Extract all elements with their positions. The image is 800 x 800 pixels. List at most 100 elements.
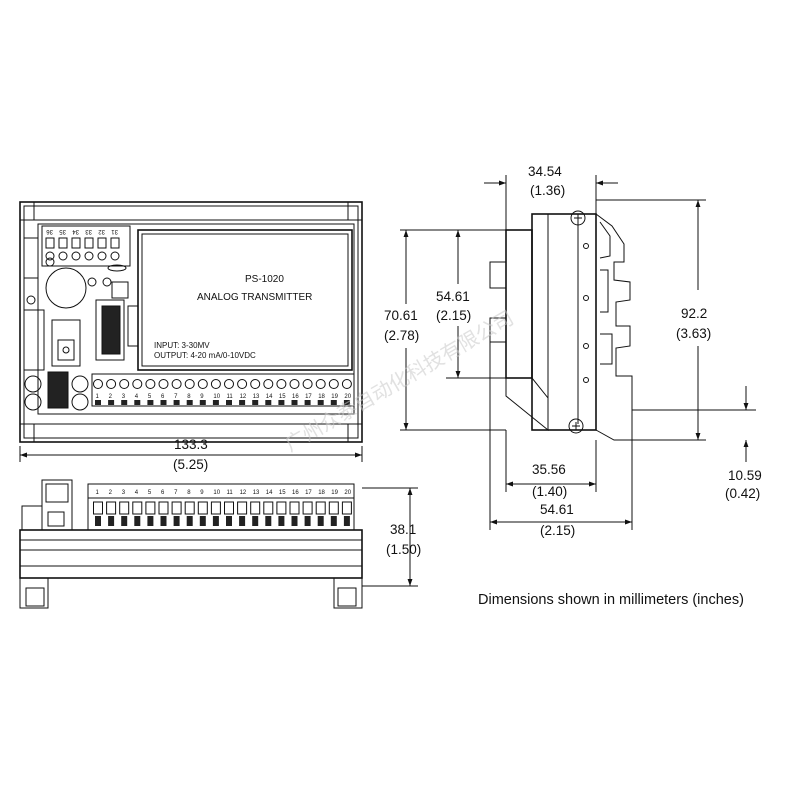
bottom-terminal-screw[interactable]	[119, 379, 130, 389]
bottom-terminal-screw[interactable]	[289, 379, 300, 389]
top-view-terminal-clamp	[173, 516, 180, 526]
top-view-terminal-clamp	[147, 516, 154, 526]
bottom-terminal-screw[interactable]	[210, 379, 221, 389]
top-view-terminal-slot	[119, 501, 130, 515]
top-view-terminal-slot	[250, 501, 261, 515]
top-view-terminal-clamp	[252, 516, 259, 526]
depth-dimension: 38.1 (1.50)	[362, 487, 421, 587]
bottom-terminal-screw[interactable]	[132, 379, 143, 389]
top-terminal-screw[interactable]	[58, 251, 68, 261]
top-view-terminal-slot	[237, 501, 248, 515]
bottom-terminal-block	[330, 400, 337, 405]
width-dimension: 133.3 (5.25)	[19, 437, 363, 472]
bottom-terminal-label: 9	[200, 394, 204, 400]
flange-in-label: (1.36)	[530, 183, 565, 198]
bottom-terminal-screw[interactable]	[184, 379, 195, 389]
top-terminal-screw[interactable]	[97, 251, 107, 261]
side-width-dimension: 54.61 (2.15)	[489, 342, 633, 538]
top-view-terminal-label: 7	[174, 490, 178, 496]
top-terminal-label: 31	[111, 228, 118, 234]
bottom-terminal-screw[interactable]	[341, 379, 352, 389]
top-view-terminal-slot	[341, 501, 352, 515]
inner-height-dimension: 54.61 (2.15)	[436, 229, 506, 379]
bottom-terminal-label: 4	[135, 394, 139, 400]
top-view-terminal-clamp	[212, 516, 219, 526]
top-view-terminal-label: 20	[344, 490, 351, 496]
top-terminal-slot	[110, 237, 120, 249]
top-view-terminal-slot	[184, 501, 195, 515]
bottom-terminal-screw[interactable]	[250, 379, 261, 389]
top-view-terminal-label: 6	[161, 490, 165, 496]
product-name-label: ANALOG TRANSMITTER	[197, 292, 312, 303]
bottom-terminal-screw[interactable]	[145, 379, 156, 389]
flange-dimension: 34.54 (1.36)	[484, 164, 618, 230]
depth-mm-label: 38.1	[390, 522, 416, 537]
bottom-terminal-label: 16	[292, 394, 299, 400]
bottom-terminal-block	[199, 400, 206, 405]
top-view-terminal-clamp	[291, 516, 298, 526]
bottom-terminal-screw[interactable]	[224, 379, 234, 389]
top-view-terminal-clamp	[304, 516, 311, 526]
flange-mm-label: 34.54	[528, 164, 562, 179]
bottom-terminal-label: 15	[279, 394, 286, 400]
top-view-terminal-clamp	[226, 516, 232, 526]
top-view-terminal-slot	[171, 501, 182, 515]
top-terminal-screw[interactable]	[84, 251, 94, 261]
rail-offset-dimension: 10.59 (0.42)	[632, 386, 762, 501]
top-terminal-screw[interactable]	[71, 251, 81, 261]
top-view-terminal-slot	[145, 501, 156, 515]
top-terminal-label: 34	[72, 228, 79, 234]
bottom-terminal-block	[304, 400, 311, 405]
top-view-terminal-clamp	[343, 516, 350, 526]
bottom-terminal-label: 19	[331, 394, 338, 400]
bottom-terminal-label: 8	[187, 394, 191, 400]
top-terminal-label: 36	[46, 228, 53, 234]
bottom-terminal-label: 3	[122, 394, 126, 400]
top-view-terminal-label: 1	[96, 490, 100, 496]
top-view-terminal-clamp	[121, 516, 128, 526]
bottom-terminal-screw[interactable]	[328, 379, 339, 389]
total-height-mm-label: 92.2	[681, 306, 707, 321]
bottom-terminal-screw[interactable]	[171, 379, 182, 389]
bottom-terminal-screw[interactable]	[93, 379, 103, 389]
bottom-terminal-screw[interactable]	[237, 379, 248, 389]
bottom-terminal-label: 7	[174, 394, 178, 400]
bottom-terminal-screw[interactable]	[263, 379, 274, 389]
bottom-terminal-block	[239, 400, 246, 405]
bottom-terminal-block	[95, 400, 101, 405]
total-height-dimension: 92.2 (3.63)	[596, 199, 711, 441]
bottom-terminal-screw[interactable]	[158, 379, 169, 389]
bottom-terminal-block	[186, 400, 193, 405]
bottom-terminal-block	[226, 400, 232, 405]
top-view-terminal-label: 11	[227, 490, 234, 496]
bottom-terminal-screw[interactable]	[315, 379, 326, 389]
bottom-terminal-screw[interactable]	[302, 379, 313, 389]
side-width-mm-label: 54.61	[540, 502, 574, 517]
rail-width-dimension: 35.56 (1.40)	[505, 430, 597, 499]
units-caption: Dimensions shown in millimeters (inches)	[478, 592, 744, 608]
top-view-terminal-label: 2	[109, 490, 113, 496]
output-spec-label: OUTPUT: 4-20 mA/0-10VDC	[154, 351, 256, 360]
top-terminal-slot	[58, 237, 68, 249]
top-view-terminal-clamp	[95, 516, 101, 526]
bottom-terminal-screw[interactable]	[106, 379, 117, 389]
top-terminal-screw[interactable]	[110, 251, 120, 261]
top-terminal-screw[interactable]	[45, 251, 55, 261]
bottom-terminal-screw[interactable]	[197, 379, 208, 389]
bottom-terminal-block	[278, 400, 285, 405]
top-terminal-slot	[71, 237, 81, 249]
inner-height-mm-label: 54.61	[436, 289, 470, 304]
top-view-terminal-slot	[93, 501, 103, 515]
rail-offset-in-label: (0.42)	[725, 486, 760, 501]
rail-width-in-label: (1.40)	[532, 484, 567, 499]
top-view-terminal-slot	[224, 501, 234, 515]
top-terminal-label: 35	[59, 228, 66, 234]
inner-height-in-label: (2.15)	[436, 308, 471, 323]
top-view-terminal-slot	[276, 501, 287, 515]
top-view-terminal-label: 12	[240, 490, 247, 496]
top-view-terminal-slot	[289, 501, 300, 515]
bottom-terminal-screw[interactable]	[276, 379, 287, 389]
top-view-terminal-clamp	[239, 516, 246, 526]
